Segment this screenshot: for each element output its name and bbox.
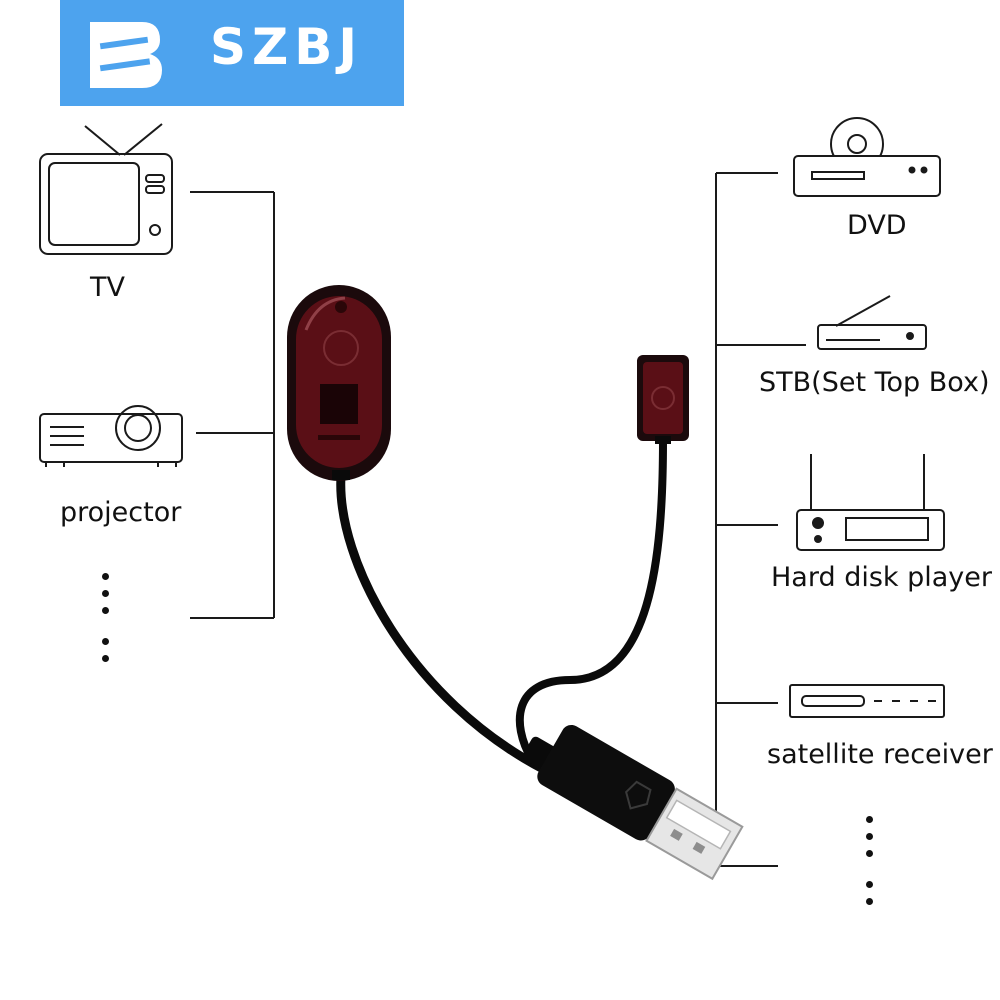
brand-logo: SZBJ <box>60 0 404 106</box>
tv-icon <box>39 123 173 255</box>
more-devices-right-icon <box>866 816 874 915</box>
brand-mark-icon <box>90 22 162 88</box>
ir-receiver-icon <box>287 285 391 481</box>
brand-name: SZBJ <box>210 18 363 76</box>
set-top-box-icon <box>817 295 927 350</box>
more-devices-left-icon <box>102 573 110 672</box>
usb-plug-icon <box>537 724 744 881</box>
projector-label: projector <box>60 497 182 528</box>
tv-label: TV <box>90 272 125 303</box>
ir-emitter-icon <box>637 355 689 444</box>
satellite-receiver-icon <box>789 684 945 718</box>
satellite-receiver-label: satellite receiver <box>767 739 993 770</box>
dvd-label: DVD <box>847 210 907 241</box>
cable-icon <box>336 436 667 778</box>
dvd-player-icon <box>793 117 941 197</box>
hard-disk-player-icon <box>796 454 945 551</box>
projector-icon <box>39 405 183 467</box>
hard-disk-player-label: Hard disk player <box>771 562 992 593</box>
stb-label: STB(Set Top Box) <box>759 367 990 398</box>
